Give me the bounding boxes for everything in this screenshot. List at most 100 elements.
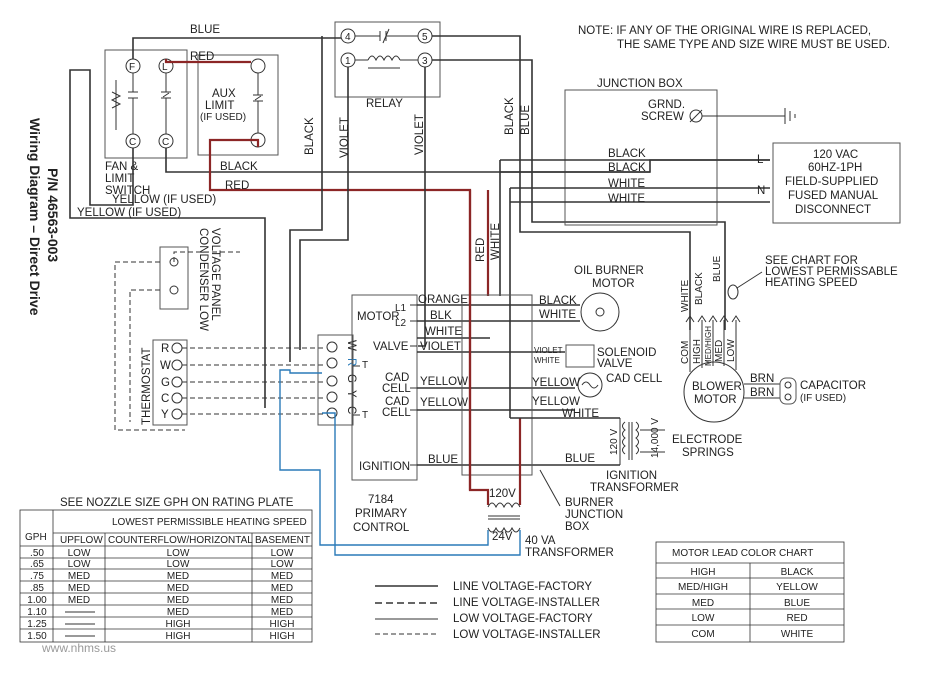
thermostat-terminal-w [171, 359, 183, 371]
aux-limit-label-2: LIMIT [205, 100, 234, 112]
bm-blue-label: BLUE [712, 256, 723, 282]
supply-label-5: DISCONNECT [795, 204, 871, 216]
electrode-label-2: SPRINGS [682, 447, 734, 459]
oil-burner-label-1: OIL BURNER [574, 265, 644, 277]
thermostat-y-label: Y [161, 409, 169, 421]
ignition-label: IGNITION [359, 461, 410, 473]
yellow-pc2-label: YELLOW [420, 397, 468, 409]
legend-low-factory: LOW VOLTAGE-FACTORY [453, 613, 593, 625]
nozzle-row-counter: MED [167, 583, 189, 594]
supply-label-3: FIELD-SUPPLIED [785, 176, 878, 188]
nozzle-row-counter: LOW [167, 548, 190, 559]
condenser-label-2: VOLTAGE PANEL [209, 228, 221, 321]
cadcell-yellow2-label: YELLOW [532, 396, 580, 408]
burner-jb-leader [539, 469, 561, 507]
fan-limit-label-3: SWITCH [105, 185, 150, 197]
primary-t1-label: T [362, 360, 368, 371]
primary-terminal-g [326, 375, 338, 387]
blower-motor [683, 361, 745, 423]
legend-line-factory: LINE VOLTAGE-FACTORY [453, 581, 592, 593]
nozzle-col-upflow: UPFLOW [60, 535, 103, 546]
nozzle-row-gph: .50 [30, 548, 44, 559]
relay-1-label: 1 [345, 56, 351, 67]
wire-relay-violet-1 [299, 67, 349, 350]
white-pc-label: WHITE [425, 326, 462, 338]
white-vert-label: WHITE [490, 223, 502, 260]
motor-l2-label: L2 [395, 318, 407, 329]
burner-jb-label-1: BURNER [565, 497, 614, 509]
thermostat-c-label: C [161, 393, 169, 405]
thermostat-w-label: W [160, 360, 171, 372]
see-chart-label-3: HEATING SPEED [765, 277, 857, 289]
motor-lead-table-title: MOTOR LEAD COLOR CHART [672, 548, 813, 559]
nozzle-row-basement: LOW [271, 559, 294, 570]
primary-g-label: G [345, 374, 357, 383]
nozzle-row-counter: HIGH [166, 631, 191, 642]
relay-black-label: BLACK [304, 117, 316, 155]
relay-coil [355, 55, 418, 69]
bm-high-label: HIGH [692, 339, 703, 364]
bm-med-label: MED [714, 340, 725, 362]
motor-l1-label: L1 [395, 303, 407, 314]
legend: LINE VOLTAGE-FACTORY LINE VOLTAGE-INSTAL… [375, 581, 601, 641]
nozzle-row-counter: MED [167, 607, 189, 618]
capacitor-terminal-1 [784, 381, 792, 389]
thermostat-terminal-g [171, 376, 183, 388]
see-chart-label-1: SEE CHART FOR [765, 255, 858, 267]
primary-t2-label: T [362, 410, 368, 421]
nozzle-row-counter: LOW [167, 559, 190, 570]
see-chart-label-2: LOWEST PERMISSABLE [765, 266, 898, 278]
aux-limit-box [197, 54, 279, 156]
yellow-pc1-label: YELLOW [420, 376, 468, 388]
jb-black-2-label: BLACK [608, 162, 646, 174]
blower-label-2: MOTOR [694, 394, 737, 406]
red-mid-label: RED [225, 180, 249, 192]
wire-yellow-if-used [69, 69, 266, 408]
capacitor-label-2: (IF USED) [800, 393, 846, 404]
cadcell-yellow1-label: YELLOW [532, 377, 580, 389]
relay-blue-label: BLUE [520, 105, 532, 135]
nozzle-row-upflow: MED [68, 595, 90, 606]
nozzle-col-basement: BASEMENT [255, 535, 310, 546]
ob-black-label: BLACK [539, 295, 577, 307]
primary-w-label: W [345, 340, 357, 351]
nozzle-row-gph: 1.10 [27, 607, 47, 618]
motor-lead-row-color: BLUE [784, 598, 810, 609]
nozzle-row-basement: HIGH [270, 631, 295, 642]
jb-black-1-label: BLACK [608, 148, 646, 160]
motor-lead-row-lead: MED/HIGH [678, 582, 728, 593]
nozzle-header-span: LOWEST PERMISSIBLE HEATING SPEED [112, 517, 307, 528]
nozzle-row-upflow: LOW [68, 559, 91, 570]
thermostat-label: THERMOSTAT [141, 347, 153, 425]
white-bottom-label: WHITE [562, 408, 599, 420]
aux-terminal-1 [250, 58, 266, 74]
relay-violet-1-label: VIOLET [339, 117, 351, 158]
relay-4-label: 4 [345, 32, 351, 43]
relay-black2-label: BLACK [504, 97, 516, 135]
thermostat-installer-wires [182, 347, 324, 415]
nozzle-row-basement: HIGH [270, 619, 295, 630]
v120-label: 120V [489, 488, 516, 500]
disconnect-box [772, 142, 901, 224]
thermostat-terminal-c [171, 392, 183, 404]
wire-red-top [164, 59, 251, 64]
motor-lead-row-color: WHITE [781, 629, 814, 640]
thermostat-terminal-y [171, 408, 183, 420]
red-top-label: RED [190, 51, 214, 63]
nozzle-row-counter: MED [167, 595, 189, 606]
v24-label: 24V [492, 531, 513, 543]
yellow-if-used-label-2: YELLOW (IF USED) [77, 207, 181, 219]
condenser-terminal-2 [169, 285, 179, 295]
nozzle-row-gph: 1.00 [27, 595, 47, 606]
limit-switch-symbol [161, 73, 171, 134]
wire-relay-blue [432, 59, 726, 330]
electrode-label-1: ELECTRODE [672, 434, 743, 446]
wire-jb-black [500, 159, 770, 173]
nozzle-row-counter: HIGH [166, 619, 191, 630]
nozzle-row-gph: .85 [30, 583, 44, 594]
oil-burner-motor-hub [595, 307, 605, 317]
cad-cell-1a-label: CAD [385, 372, 409, 384]
